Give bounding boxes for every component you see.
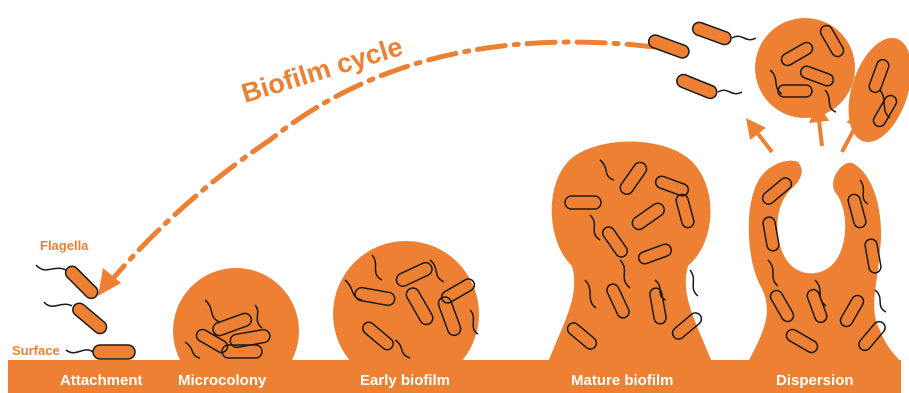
dispersion-arrow-1	[752, 126, 772, 152]
dispersed-cluster-left	[755, 18, 855, 118]
stage-label-microcolony: Microcolony	[178, 372, 266, 389]
flagella-label: Flagella	[40, 238, 88, 253]
surface-label: Surface	[12, 343, 60, 358]
free-bacteria	[647, 21, 756, 101]
stage-label-attachment: Attachment	[60, 372, 143, 389]
early-biofilm-cluster	[333, 241, 479, 387]
mature-biofilm-cluster	[548, 142, 712, 363]
dispersion-cluster	[748, 161, 901, 362]
stage-label-mature-biofilm: Mature biofilm	[571, 372, 674, 389]
dispersion-arrow-2	[818, 112, 822, 146]
stage-label-early-biofilm: Early biofilm	[360, 372, 450, 389]
stage-label-dispersion: Dispersion	[776, 372, 854, 389]
